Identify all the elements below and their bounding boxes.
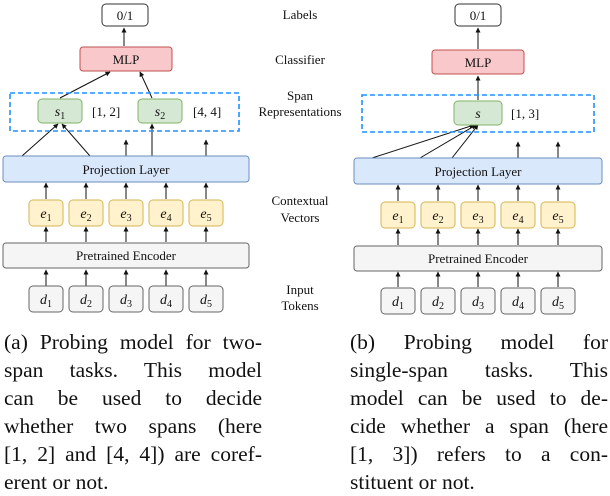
right-label-box-text: 0/1 [470, 8, 487, 23]
caption-line: (b) Probing model for [350, 330, 608, 354]
right-mlp-text: MLP [465, 55, 492, 70]
left-encoder-box [2, 242, 250, 269]
left-span1-box [37, 98, 83, 124]
classifier-label: Classifier [275, 52, 325, 67]
right-token-label-3: d3 [472, 295, 484, 312]
input-label-line1: Input [286, 282, 314, 297]
right-arrows [371, 27, 561, 287]
right-vector-box-2 [420, 201, 456, 229]
left-token-row: d1 d2 d3 d4 d5 [28, 285, 224, 313]
left-token-box-5 [188, 285, 224, 313]
caption-line: erent or not. [4, 470, 109, 494]
caption-line: (a) Probing model for two- [4, 330, 262, 354]
left-span1-range: [1, 2] [92, 104, 120, 119]
right-token-box-4 [500, 287, 536, 315]
left-mlp-box [79, 46, 173, 72]
left-panel: 0/1 MLP s1 [1, 2] s2 [4, 4] Projection L… [2, 3, 250, 313]
caption-line: [1, 2] and [4, 4]) are coref- [4, 442, 262, 466]
caption-line: cide whether a span (here [350, 414, 608, 438]
left-vector-box-5 [188, 199, 224, 227]
right-token-label-4: d4 [512, 295, 524, 312]
span-repr-label-line1: Span [287, 88, 314, 103]
right-token-label-5: d5 [552, 295, 564, 312]
left-span-dashed-box [9, 92, 240, 132]
right-vector-label-2: e2 [432, 209, 443, 226]
left-label-box-text: 0/1 [117, 8, 134, 23]
left-token-label-5: d5 [200, 293, 212, 310]
right-vector-label-4: e4 [512, 209, 523, 226]
caption-line: single-span tasks. This [350, 358, 608, 382]
right-mlp-box [431, 49, 525, 75]
left-vector-box-4 [148, 199, 184, 227]
right-span-dashed-box [361, 94, 595, 133]
left-caption: (a) Probing model for two-span tasks. Th… [4, 328, 262, 496]
left-span1-text: s1 [55, 105, 65, 122]
caption-line: span tasks. This model [4, 358, 262, 382]
left-label-box [101, 3, 149, 27]
right-caption: (b) Probing model for single-span tasks. … [350, 328, 608, 496]
right-token-label-1: d1 [392, 295, 404, 312]
span-repr-label-line2: Representations [258, 104, 341, 119]
left-span2-range: [4, 4] [193, 104, 221, 119]
left-vector-label-3: e3 [120, 207, 131, 224]
right-span-box [453, 100, 503, 126]
right-span-range: [1, 3] [511, 106, 539, 121]
contextual-label-line2: Vectors [281, 210, 320, 225]
left-vector-row: e1 e2 e3 e4 e5 [28, 199, 224, 227]
right-token-box-5 [540, 287, 576, 315]
left-vector-label-5: e5 [200, 207, 211, 224]
right-vector-row: e1 e2 e3 e4 e5 [380, 201, 576, 229]
right-vector-label-1: e1 [392, 209, 403, 226]
right-vector-label-5: e5 [552, 209, 563, 226]
right-vector-box-5 [540, 201, 576, 229]
left-vector-label-1: e1 [40, 207, 51, 224]
right-token-box-1 [380, 287, 416, 315]
right-vector-label-3: e3 [472, 209, 483, 226]
left-vector-box-3 [108, 199, 144, 227]
right-token-box-2 [420, 287, 456, 315]
left-vector-label-4: e4 [160, 207, 171, 224]
caption-line: model can be used to de- [350, 386, 608, 410]
left-vector-label-2: e2 [80, 207, 91, 224]
right-label-box [454, 3, 502, 27]
left-vector-box-2 [68, 199, 104, 227]
right-encoder-text: Pretrained Encoder [428, 251, 529, 266]
left-token-box-4 [148, 285, 184, 313]
right-projection-box [353, 157, 603, 185]
left-encoder-text: Pretrained Encoder [76, 248, 177, 263]
right-encoder-box [353, 245, 603, 272]
caption-line: can be used to decide [4, 386, 262, 410]
contextual-label-line1: Contextual [271, 193, 328, 208]
left-span2-box [137, 98, 183, 124]
right-token-box-3 [460, 287, 496, 315]
left-token-label-4: d4 [160, 293, 172, 310]
left-projection-text: Projection Layer [83, 162, 171, 177]
left-span2-text: s2 [155, 105, 165, 122]
right-panel: 0/1 MLP s [1, 3] Projection Layer e1 e2 e3… [353, 3, 603, 315]
right-span-text: s [475, 107, 481, 122]
right-token-row: d1 d2 d3 d4 d5 [380, 287, 576, 315]
right-projection-text: Projection Layer [435, 164, 523, 179]
right-vector-box-4 [500, 201, 536, 229]
caption-line: stituent or not. [350, 470, 475, 494]
right-vector-box-1 [380, 201, 416, 229]
right-token-label-2: d2 [432, 295, 444, 312]
left-token-label-1: d1 [40, 293, 52, 310]
left-token-box-3 [108, 285, 144, 313]
caption-line: whether two spans (here [4, 414, 262, 438]
left-mlp-text: MLP [113, 52, 140, 67]
right-vector-box-3 [460, 201, 496, 229]
left-token-box-2 [68, 285, 104, 313]
middle-labels: Labels Classifier Span Representations C… [258, 7, 341, 313]
left-projection-box [2, 155, 250, 183]
left-token-label-2: d2 [80, 293, 92, 310]
left-token-box-1 [28, 285, 64, 313]
input-label-line2: Tokens [281, 298, 318, 313]
caption-line: [1, 3]) refers to a con- [350, 442, 608, 466]
left-vector-box-1 [28, 199, 64, 227]
left-token-label-3: d3 [120, 293, 132, 310]
labels-label: Labels [283, 7, 318, 22]
